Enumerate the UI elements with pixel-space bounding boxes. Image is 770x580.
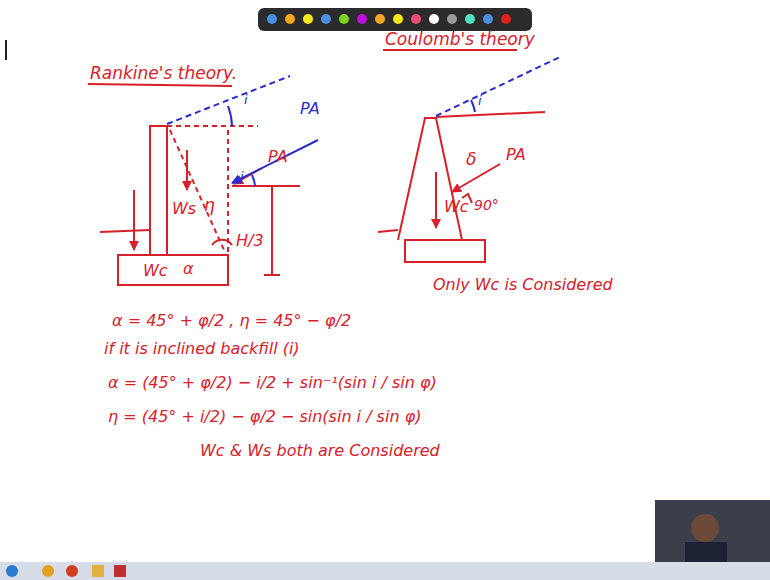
toolbar <box>258 8 532 31</box>
angle-label: α <box>183 260 194 278</box>
rankine-wall <box>100 126 300 285</box>
force-label: PA <box>268 148 288 166</box>
angle-label: i <box>478 94 482 108</box>
angle-label: δ <box>466 150 476 169</box>
toolbar-icons <box>267 14 511 24</box>
note-text: Wc & Ws both are Considered <box>200 442 440 460</box>
coulomb-backfill <box>436 56 562 116</box>
coulomb-wall <box>378 112 545 262</box>
rankine-backfill <box>167 76 318 186</box>
dimension-label: H/3 <box>236 232 264 250</box>
force-label: PA <box>506 146 526 164</box>
taskbar <box>0 562 770 580</box>
presenter-video <box>655 500 770 562</box>
angle-label: η <box>204 196 215 215</box>
equation-text: α = 45° + φ/2 , η = 45° − φ/2 <box>112 312 351 330</box>
note-text: if it is inclined backfill (i) <box>104 340 300 358</box>
weight-label: Wc <box>444 198 469 216</box>
angle-label: i <box>240 170 244 184</box>
angle-label: i <box>244 93 248 107</box>
weight-label: Ws <box>172 200 196 218</box>
section-heading: Rankine's theory. <box>90 64 237 83</box>
weight-label: Wc <box>143 262 168 280</box>
force-label: PA <box>300 100 320 118</box>
equation-text: η = (45° + i/2) − φ/2 − sin(sin i / sin … <box>108 408 421 426</box>
note-text: Only Wc is Considered <box>433 276 613 294</box>
equation-text: α = (45° + φ/2) − i/2 + sin⁻¹(sin i / si… <box>108 374 437 392</box>
taskbar-icons <box>6 565 126 577</box>
section-heading: Coulomb's theory <box>385 30 535 49</box>
angle-label: 90° <box>474 198 499 213</box>
